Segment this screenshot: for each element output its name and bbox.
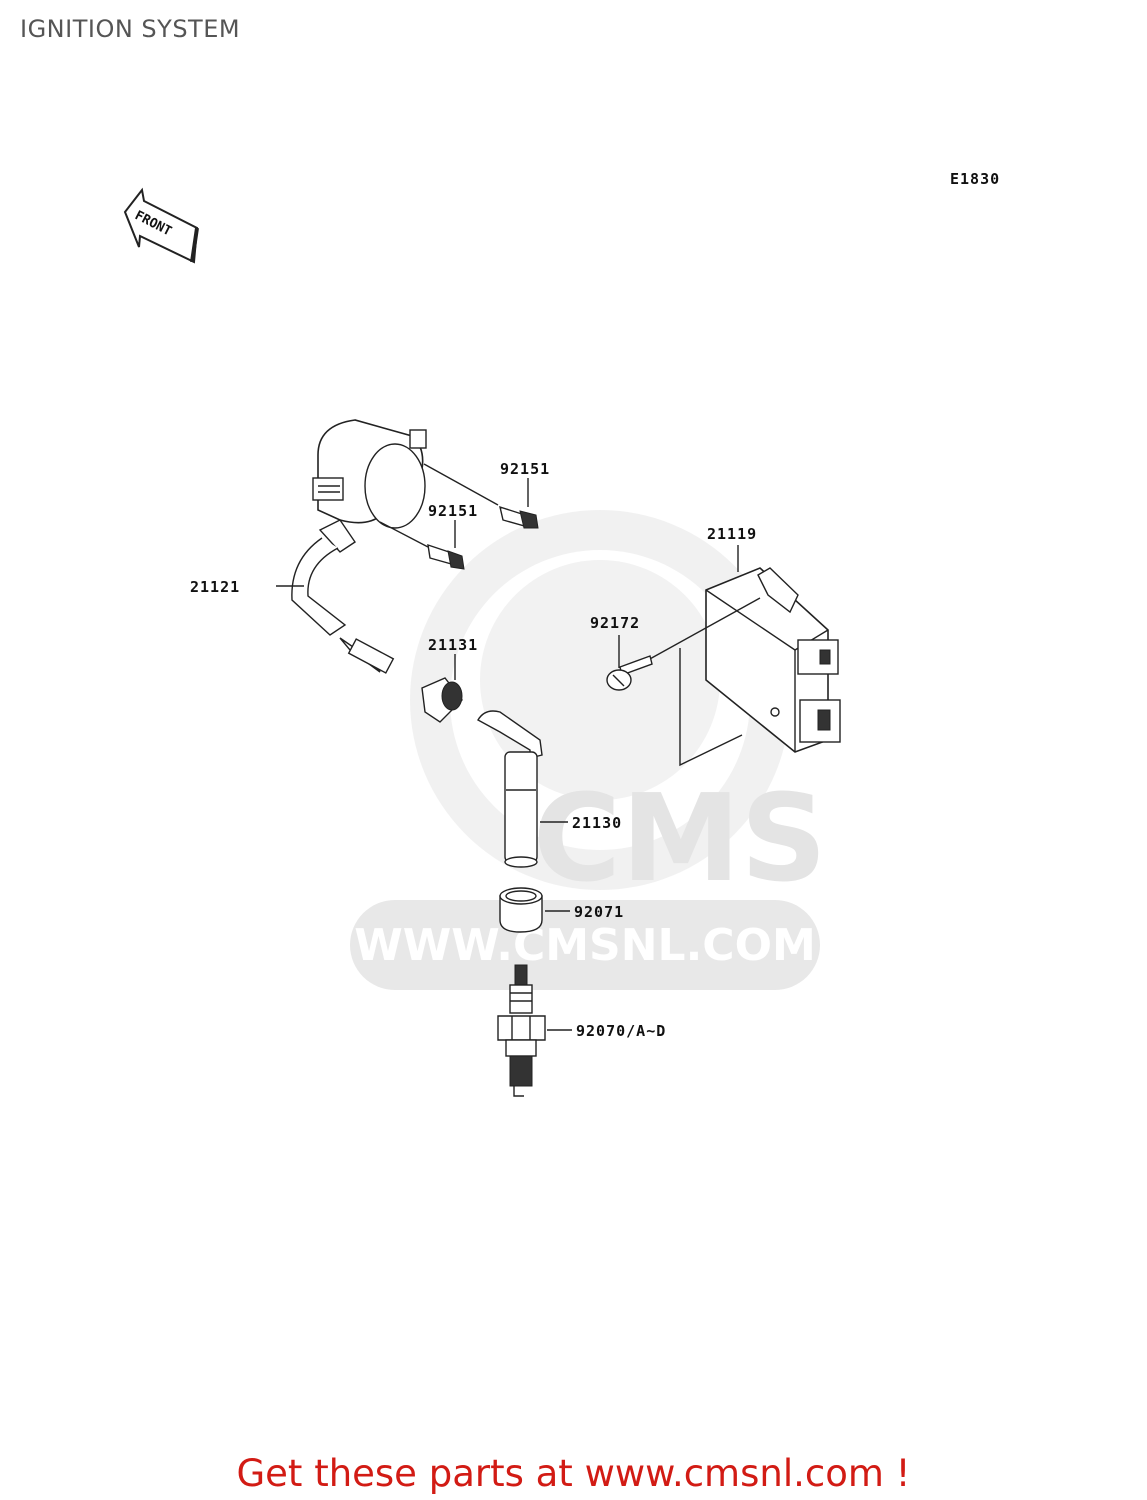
- diagram-code: E1830: [950, 170, 1000, 188]
- front-arrow-icon: FRONT: [123, 187, 199, 264]
- watermark-url: WWW.CMSNL.COM: [354, 920, 816, 971]
- watermark-brand: CMS: [533, 770, 827, 909]
- bolt-92151-top: [423, 463, 539, 529]
- label-21119: 21119: [707, 525, 757, 543]
- seal-92071: [499, 887, 543, 933]
- screw-92172: [606, 655, 653, 691]
- plug-cap-21130: [477, 710, 543, 868]
- watermark: CMS WWW.CMSNL.COM: [350, 510, 827, 990]
- bolt-92151-mid: [379, 521, 465, 570]
- ignition-coil: [291, 419, 427, 674]
- label-92151-mid: 92151: [428, 502, 478, 520]
- spark-plug-92070: [497, 964, 546, 1097]
- label-21121: 21121: [190, 578, 240, 596]
- cap-21131: [421, 677, 463, 723]
- label-21130: 21130: [572, 814, 622, 832]
- label-92071: 92071: [574, 903, 624, 921]
- label-21131: 21131: [428, 636, 478, 654]
- label-92172: 92172: [590, 614, 640, 632]
- page-title: IGNITION SYSTEM: [20, 15, 241, 43]
- label-92151-top: 92151: [500, 460, 550, 478]
- footer-link[interactable]: Get these parts at www.cmsnl.com !: [236, 1452, 911, 1495]
- label-92070: 92070/A~D: [576, 1022, 666, 1040]
- cdi-unit: [647, 567, 841, 767]
